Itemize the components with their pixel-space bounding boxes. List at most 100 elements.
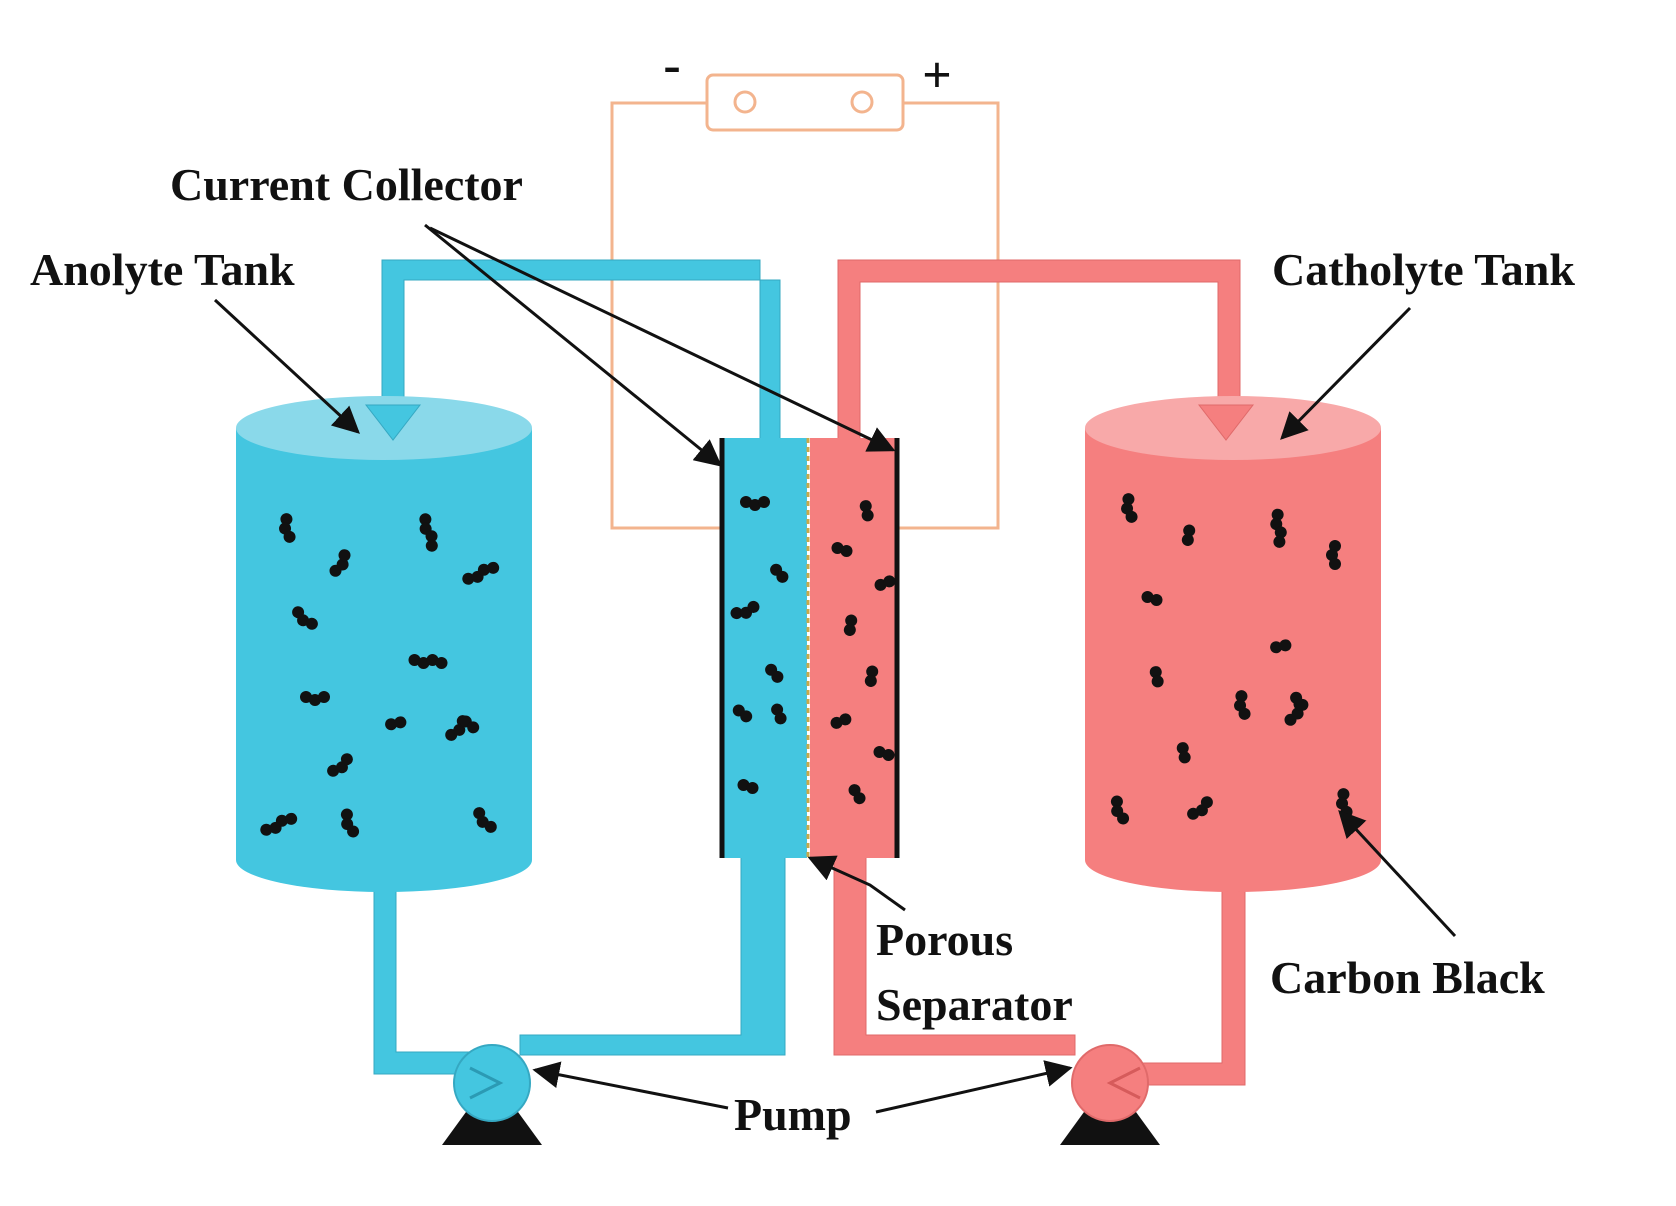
carbon-black-cluster	[740, 496, 770, 511]
carbon-black-cluster	[1149, 666, 1164, 688]
carbon-black-particle	[425, 530, 438, 543]
carbon-black-particle	[740, 710, 753, 723]
carbon-black-particle	[1122, 493, 1135, 506]
carbon-black-cluster	[1234, 690, 1251, 720]
carbon-black-cluster	[1181, 524, 1196, 546]
carbon-black-particle	[487, 561, 500, 574]
label-separator: Separator	[876, 979, 1073, 1030]
label-catholyte-tank: Catholyte Tank	[1272, 244, 1575, 295]
carbon-black-cluster	[1270, 508, 1287, 548]
carbon-black-particle	[305, 617, 318, 630]
carbon-black-particle	[1151, 675, 1164, 688]
carbon-black-particle	[462, 572, 475, 585]
arrow-anolyte-tank	[213, 298, 360, 434]
carbon-black-cluster	[831, 542, 853, 557]
carbon-black-particle	[882, 749, 895, 761]
carbon-black-particle	[336, 558, 349, 571]
carbon-black-cluster	[473, 807, 497, 833]
carbon-black-cluster	[771, 703, 787, 725]
catholyte-tank-body	[1085, 428, 1381, 892]
carbon-black-cluster	[419, 513, 438, 552]
carbon-black-particle	[747, 600, 760, 613]
arrow-current-collector-right	[429, 226, 896, 452]
carbon-black-particle	[1125, 510, 1138, 523]
carbon-black-cluster	[737, 779, 759, 794]
carbon-black-cluster	[340, 808, 360, 838]
carbon-black-particle	[1110, 795, 1123, 808]
carbon-black-particle	[1183, 524, 1196, 537]
carbon-black-cluster	[843, 614, 858, 636]
anolyte-pump-arrow	[469, 1066, 504, 1100]
carbon-black-cluster	[1326, 540, 1341, 570]
carbon-black-particle	[340, 808, 353, 821]
anolyte-tank-body	[236, 428, 532, 892]
carbon-black-particle	[280, 513, 293, 526]
anolyte-pump	[442, 1044, 542, 1145]
carbon-black-cluster	[1290, 691, 1309, 711]
carbon-black-cluster	[385, 716, 407, 731]
carbon-black-particle	[1273, 535, 1286, 548]
carbon-black-cluster	[765, 663, 784, 683]
carbon-black-cluster	[329, 549, 351, 577]
carbon-black-cluster	[830, 713, 852, 729]
carbon-black-particle	[1178, 751, 1191, 764]
carbon-black-cluster	[1110, 795, 1130, 825]
carbon-black-particle	[839, 713, 852, 726]
arrow-carbon-black	[1338, 810, 1457, 938]
arrow-catholyte-tank	[1280, 306, 1412, 440]
carbon-black-particle	[776, 570, 789, 583]
carbon-black-particle	[883, 575, 896, 588]
plus-sign: +	[922, 47, 952, 104]
carbon-black-cluster	[730, 600, 760, 620]
carbon-black-particle	[1296, 698, 1309, 711]
carbon-black-particle	[771, 670, 784, 683]
carbon-black-cluster	[859, 500, 874, 522]
carbon-black-particle	[484, 820, 497, 833]
catholyte-pump-arrow	[1106, 1066, 1141, 1100]
carbon-black-particle	[758, 496, 770, 508]
load-terminal-left	[733, 90, 757, 114]
catholyte-inflow-arrow	[1197, 404, 1255, 441]
catholyte-pump	[1060, 1044, 1160, 1145]
carbon-black-particle	[394, 716, 407, 729]
carbon-black-particle	[435, 657, 448, 669]
carbon-black-particle	[853, 792, 866, 805]
carbon-black-cluster	[260, 812, 298, 836]
arrow-porous-separator	[807, 855, 906, 912]
catholyte-pump-base	[1060, 1112, 1160, 1145]
carbon-black-particle	[477, 563, 490, 576]
carbon-black-particle	[1117, 812, 1130, 825]
circuit-wire-left	[610, 101, 720, 530]
catholyte-tank	[1085, 396, 1381, 892]
carbon-black-cluster	[462, 561, 500, 585]
anolyte-pump-base	[442, 1112, 542, 1145]
carbon-black-cluster	[1141, 591, 1163, 606]
carbon-black-particle	[1274, 526, 1287, 539]
label-anolyte-tank: Anolyte Tank	[30, 244, 295, 295]
carbon-black-particle	[467, 721, 480, 734]
carbon-black-particle	[1279, 639, 1292, 652]
load-terminal-right	[850, 90, 874, 114]
carbon-black-particle	[843, 623, 856, 636]
carbon-black-particle	[746, 782, 759, 794]
carbon-black-cluster	[1187, 796, 1213, 820]
carbon-black-particle	[1238, 707, 1251, 720]
carbon-black-particle	[283, 530, 296, 543]
load-resistor	[705, 73, 905, 132]
carbon-black-particle	[338, 549, 351, 562]
carbon-black-particle	[1149, 666, 1162, 679]
cell-anolyte-half	[722, 438, 807, 858]
carbon-black-particle	[859, 500, 872, 513]
carbon-black-particle	[1150, 594, 1163, 606]
label-porous: Porous	[876, 914, 1013, 965]
carbon-black-cluster	[1121, 493, 1138, 523]
carbon-black-particle	[347, 825, 360, 838]
label-current-collector: Current Collector	[170, 159, 523, 210]
carbon-black-cluster	[873, 746, 895, 761]
carbon-black-particle	[275, 814, 288, 827]
carbon-black-cluster	[279, 513, 296, 543]
annotation-arrows	[213, 223, 1457, 1114]
carbon-black-particle	[864, 674, 877, 687]
